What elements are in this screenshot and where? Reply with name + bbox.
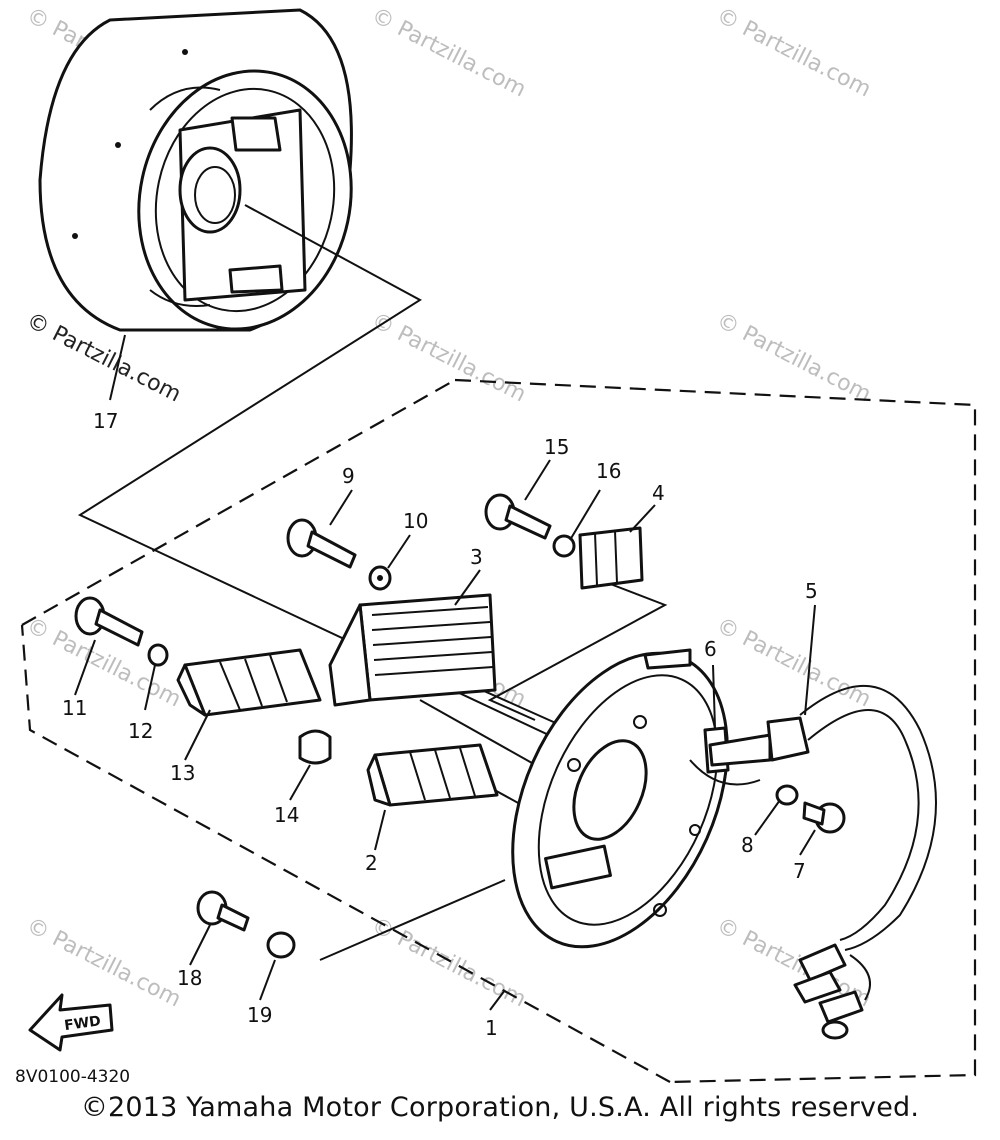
callout-16: 16 <box>596 459 621 483</box>
callout-8: 8 <box>741 833 754 857</box>
lighting-coil-13 <box>176 648 322 717</box>
callout-7: 7 <box>793 859 806 883</box>
diagram-part-code: 8V0100-4320 <box>15 1067 130 1087</box>
charge-coil-3 <box>328 593 497 707</box>
coil-4 <box>578 526 644 590</box>
callout-1: 1 <box>485 1016 498 1040</box>
callout-4: 4 <box>652 481 665 505</box>
callout-3: 3 <box>470 545 483 569</box>
callout-19: 19 <box>247 1003 272 1027</box>
callout-9: 9 <box>342 464 355 488</box>
fasteners <box>74 493 846 959</box>
watermark-10: © Partzilla.com <box>22 913 185 1012</box>
watermark-5: © Partzilla.com <box>367 308 530 407</box>
leader-lines <box>74 334 816 1011</box>
fwd-arrow-icon: FWD <box>28 993 114 1052</box>
callout-6: 6 <box>704 637 717 661</box>
callout-13: 13 <box>170 761 195 785</box>
callout-17: 17 <box>93 409 118 433</box>
callout-5: 5 <box>805 579 818 603</box>
callout-10: 10 <box>403 509 428 533</box>
callout-11: 11 <box>62 696 87 720</box>
watermark-3: © Partzilla.com <box>712 3 875 102</box>
fwd-label: FWD <box>63 1013 102 1034</box>
callout-15: 15 <box>544 435 569 459</box>
watermark-9: © Partzilla.com <box>712 613 875 712</box>
callout-14: 14 <box>274 803 299 827</box>
stator-base-plate <box>511 648 729 949</box>
callout-18: 18 <box>177 966 202 990</box>
copyright-notice: ©2013 Yamaha Motor Corporation, U.S.A. A… <box>80 1092 920 1123</box>
flywheel-rotor <box>38 8 353 332</box>
stator-assembly-outline <box>20 378 977 1084</box>
callout-12: 12 <box>128 719 153 743</box>
coil-2 <box>366 743 499 807</box>
callout-labels: 1 2 3 4 5 6 7 8 9 10 11 12 13 14 15 16 1… <box>62 409 818 1040</box>
callout-2: 2 <box>365 851 378 875</box>
watermark-2: © Partzilla.com <box>367 3 530 102</box>
wire-harness <box>689 684 937 1040</box>
